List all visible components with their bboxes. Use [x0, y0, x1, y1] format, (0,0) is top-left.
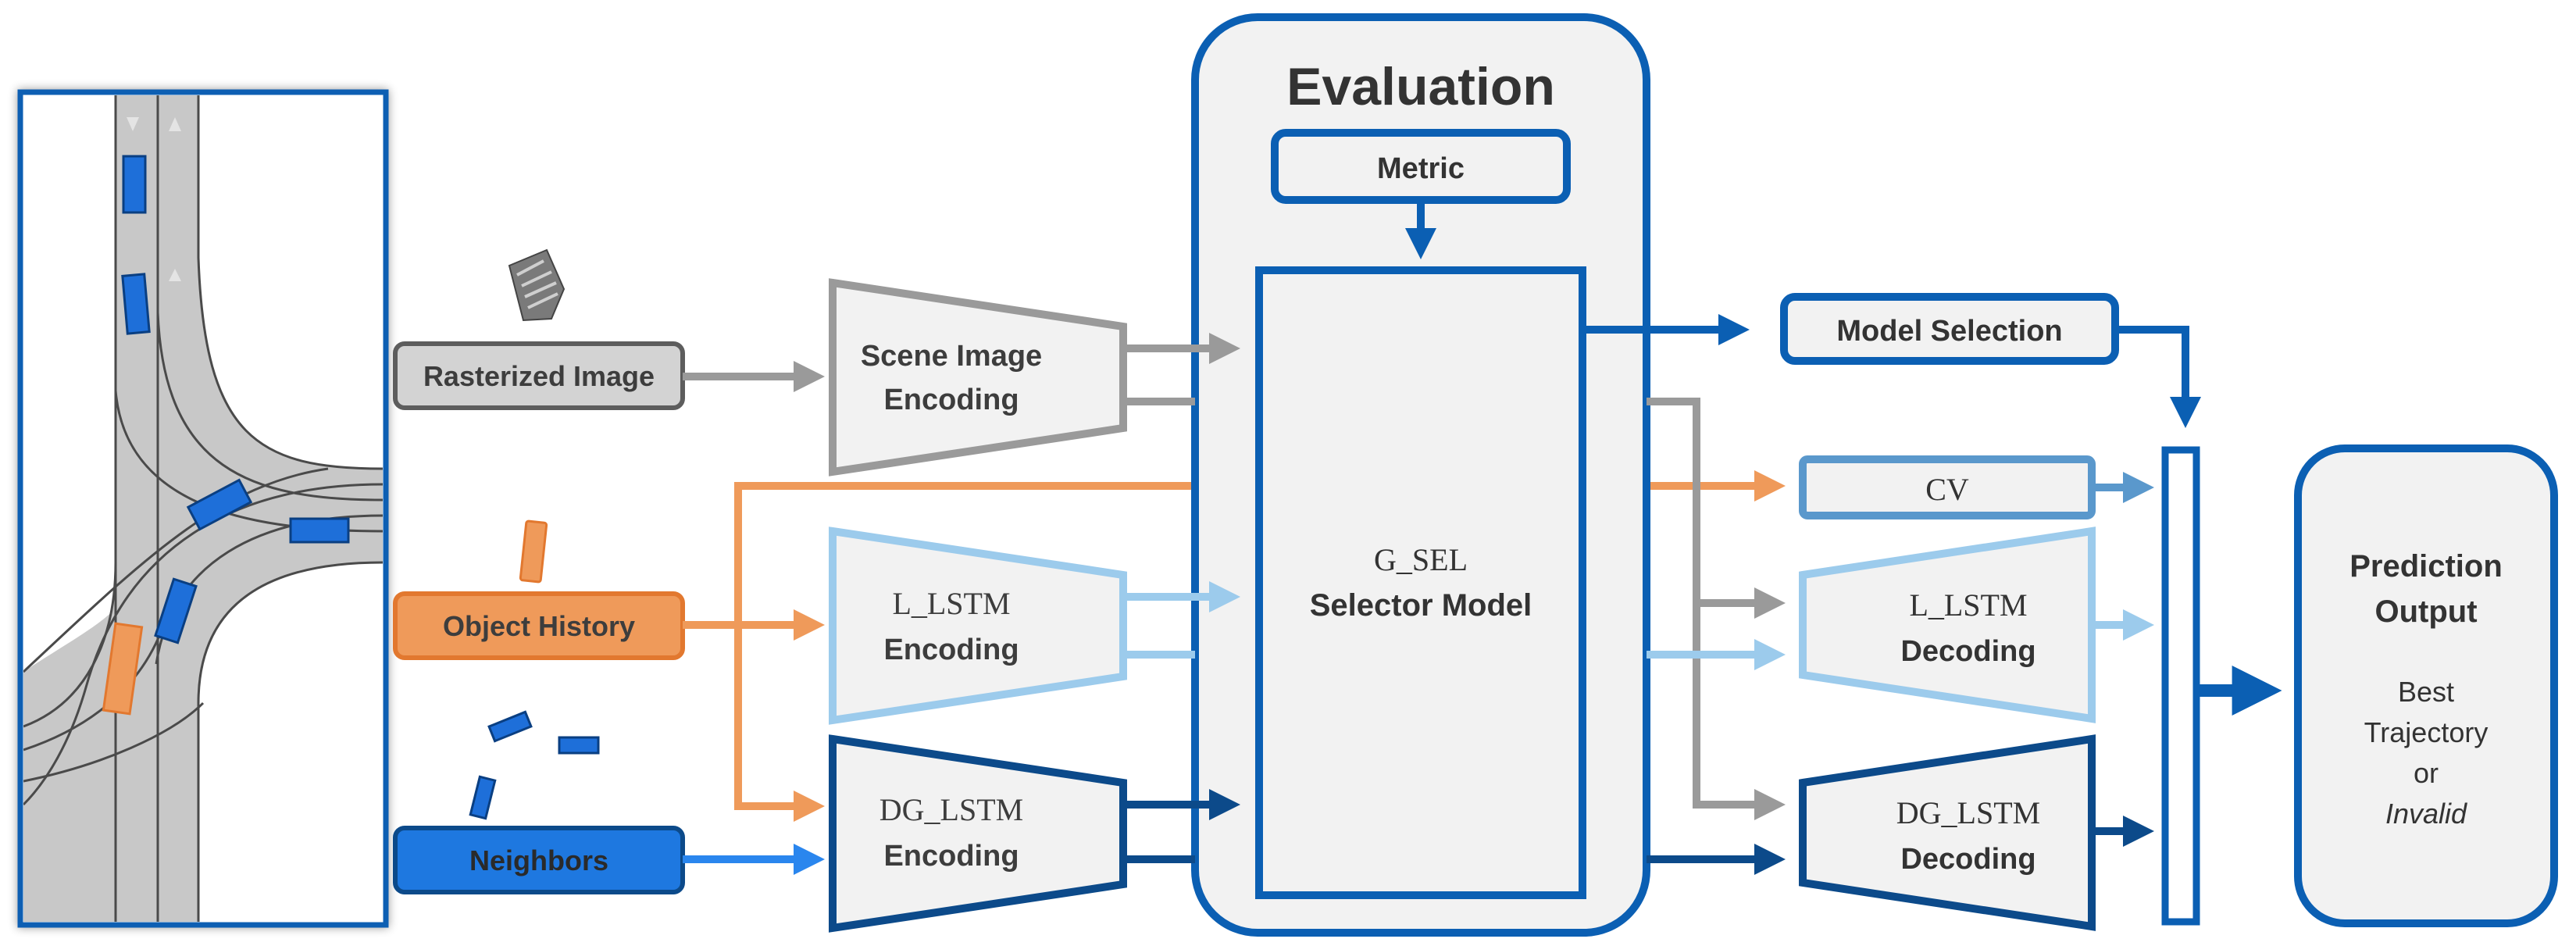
scene-encoder-subtitle: Encoding — [883, 384, 1019, 416]
output-invalid-text: Invalid — [2385, 798, 2467, 830]
model-selection-to-switch-arrow — [2115, 326, 2201, 428]
object-history-box: Object History — [393, 591, 685, 660]
dg-lstm-encoder: DG_LSTM Encoding — [829, 734, 1127, 933]
history-to-dglstm-arrow — [734, 625, 825, 822]
dg-lstm-decoder: DG_LSTM Decoding — [1799, 734, 2096, 931]
output-switch-bar — [2161, 446, 2200, 926]
ego-vehicle-icon — [102, 622, 144, 716]
rasterized-image-box: Rasterized Image — [393, 341, 685, 410]
l-lstm-decoder-subtitle: Decoding — [1900, 635, 2035, 668]
metric-label: Metric — [1377, 152, 1465, 185]
l-lstm-decoder: L_LSTM Decoding — [1799, 527, 2096, 723]
vehicle-icon — [154, 577, 198, 644]
history-branch-line — [734, 482, 1195, 625]
model-selection-label: Model Selection — [1836, 315, 2062, 348]
dg-lstm-decoder-subtitle: Decoding — [1900, 843, 2035, 876]
dg-lstm-encoder-title: DG_LSTM — [879, 792, 1023, 827]
road-map — [17, 89, 389, 928]
cv-label: CV — [1925, 472, 1969, 507]
neighbors-box: Neighbors — [393, 826, 685, 894]
selector-model-title: G_SEL — [1374, 542, 1468, 577]
prediction-output-title: Prediction — [2349, 549, 2503, 584]
prediction-output-box: Prediction Output Best Trajectory or Inv… — [2294, 444, 2558, 927]
evaluation-container: Evaluation Metric G_SEL Selector Model — [1191, 13, 1650, 937]
dg-lstm-encoder-subtitle: Encoding — [883, 840, 1019, 873]
vehicle-icon — [186, 478, 253, 531]
lane-arrow-icon — [169, 117, 181, 131]
raster-stack-icon — [508, 248, 566, 322]
object-history-label: Object History — [443, 610, 635, 642]
l-lstm-encoder-subtitle: Encoding — [883, 634, 1019, 666]
evaluation-title: Evaluation — [1286, 57, 1555, 116]
output-best-text: Best — [2398, 676, 2454, 708]
vehicle-icon — [289, 517, 350, 544]
neighbor-vehicles-icon — [469, 710, 600, 820]
vehicle-icon — [121, 273, 151, 335]
cv-box: CV — [1799, 455, 2096, 519]
l-lstm-encoder: L_LSTM Encoding — [829, 527, 1127, 725]
rasterized-image-label: Rasterized Image — [423, 360, 655, 392]
dg-lstm-decoder-title: DG_LSTM — [1896, 795, 2040, 830]
neighbors-label: Neighbors — [469, 844, 608, 876]
prediction-output-title-2: Output — [2374, 594, 2477, 629]
output-trajectory-text: Trajectory — [2364, 716, 2489, 748]
vehicle-icon — [122, 155, 147, 214]
scene-to-llstm-decoder-arrow — [1647, 398, 1786, 619]
l-lstm-encoder-title: L_LSTM — [892, 586, 1010, 621]
scene-image-encoder: Scene Image Encoding — [829, 278, 1127, 477]
history-vehicle-icon — [519, 519, 548, 584]
lane-arrow-icon — [127, 117, 139, 131]
scene-to-dglstm-decoder-arrow — [1693, 603, 1786, 820]
model-selection-box: Model Selection — [1780, 293, 2119, 365]
output-or-text: or — [2414, 757, 2439, 789]
scene-encoder-title: Scene Image — [861, 340, 1042, 373]
lane-arrow-icon — [169, 269, 181, 281]
selector-model-box — [1255, 266, 1586, 899]
selector-model-label: Selector Model — [1310, 588, 1532, 623]
l-lstm-decoder-title: L_LSTM — [1909, 587, 2027, 623]
